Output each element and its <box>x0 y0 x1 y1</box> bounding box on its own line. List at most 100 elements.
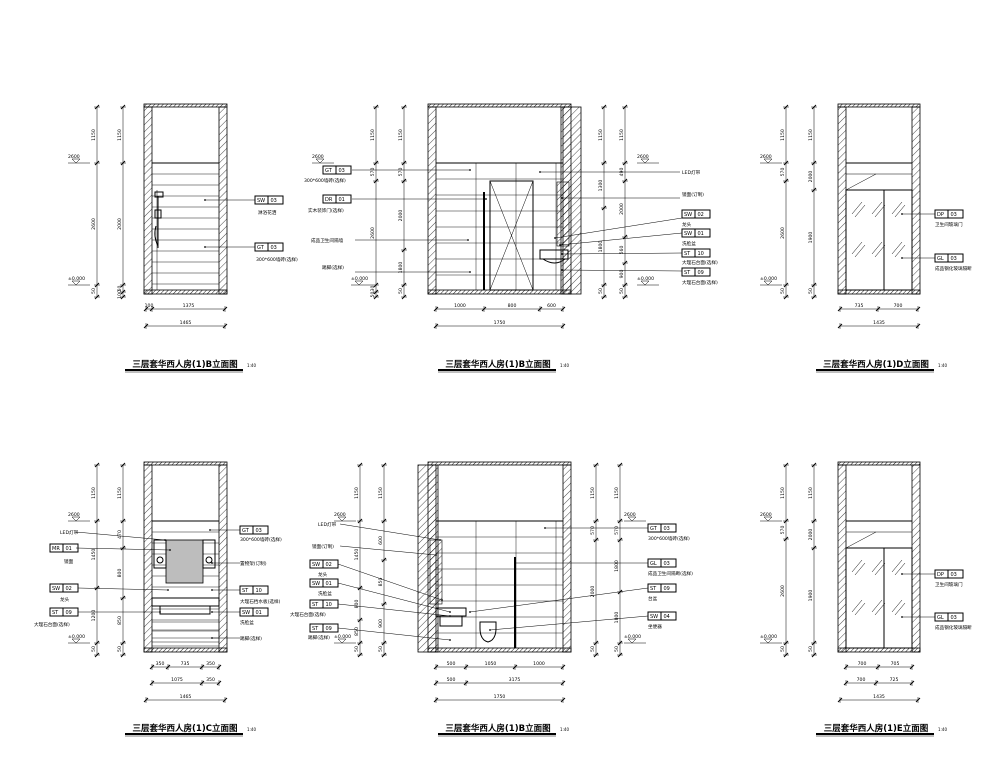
room-section <box>143 461 228 653</box>
wall-tiles <box>436 163 563 290</box>
material-note: 镜面(订制) <box>312 543 334 550</box>
tag-code: DP <box>937 572 944 578</box>
material-note: 台盆 <box>648 595 658 602</box>
tag-box <box>309 578 339 588</box>
material-note: 踢脚(选样) <box>308 634 330 641</box>
scale-text: 1:40 <box>247 363 256 368</box>
dimension-text: 500 <box>447 661 456 667</box>
material-note: LED灯带 <box>60 529 79 536</box>
glass-reflection <box>871 559 883 573</box>
scale-text: 1:40 <box>560 727 569 732</box>
horizontal-dimension-row2: 1750 <box>433 320 566 329</box>
glass-reflection <box>854 602 866 616</box>
tag-code: SW <box>52 586 60 592</box>
dimension-text: 2000 <box>808 171 814 183</box>
level-triangle <box>315 158 325 164</box>
elevation-panel-4: 2600±0.000115014501200501150470800850503… <box>34 461 282 737</box>
dimension-text: 1200 <box>91 610 97 622</box>
wall-right <box>218 464 228 653</box>
level-triangle <box>627 516 637 522</box>
dimension-text: 1000 <box>454 303 466 309</box>
material-note: 大理石台面(选样) <box>290 611 326 618</box>
shower-set <box>154 191 164 248</box>
tag-code: DP <box>937 212 944 218</box>
dimension-text: 1150 <box>91 487 97 499</box>
level-marker: ±0.000 <box>68 634 90 644</box>
floor-slab <box>143 289 228 295</box>
dimension-text: 50 <box>780 288 786 294</box>
dimension-text: 850 <box>117 616 123 625</box>
dimension-text: 50 <box>354 646 360 652</box>
elevation-title-text: 三层套华西人房(1)B立面图 <box>445 723 550 734</box>
tag-box <box>309 623 339 633</box>
dimension-text: 2600 <box>91 218 97 230</box>
tag-code: ST <box>684 251 691 257</box>
tag-box <box>934 569 964 579</box>
level-triangle <box>71 280 81 286</box>
dimension-text: 1150 <box>808 487 814 499</box>
level-triangle <box>763 158 773 164</box>
glass-reflection <box>851 201 863 215</box>
tag-box <box>681 209 711 219</box>
level-triangle <box>763 638 773 644</box>
basin <box>159 605 211 615</box>
wall-right <box>911 106 921 295</box>
shelf-item <box>156 556 164 564</box>
glass-reflection <box>894 562 906 576</box>
material-note: 洗脸盆 <box>240 619 254 626</box>
dimension-text: 1435 <box>873 694 885 700</box>
dimension-text: 2000 <box>590 586 596 598</box>
dimension-text: 2000 <box>808 529 814 541</box>
material-note: 镜面(订制) <box>682 191 704 198</box>
dimension-text: 570 <box>780 526 786 535</box>
glass-reflection <box>854 244 866 258</box>
wall-left <box>837 106 847 295</box>
floor-slab <box>143 647 228 653</box>
leader-dot <box>544 527 546 529</box>
glass-reflection <box>874 562 886 576</box>
level-marker: 2600 <box>760 512 782 522</box>
elevation-title-text: 三层套华西人房(1)D立面图 <box>823 359 929 370</box>
tag-box <box>49 607 79 617</box>
wall-tiles <box>152 173 219 285</box>
material-note: 大理石挡水板(选样) <box>240 598 281 605</box>
dimension-text: 800 <box>508 303 517 309</box>
tag-box <box>49 583 79 593</box>
tag-code: SW <box>312 562 320 568</box>
dimension-text: 350 <box>206 661 215 667</box>
level-marker: ±0.000 <box>760 634 782 644</box>
leader-dot <box>211 562 213 564</box>
tag-box <box>322 165 352 175</box>
leader-dot <box>469 169 471 171</box>
dimension-text: 1150 <box>370 129 376 141</box>
material-note: 成品卫生间隔断(选样) <box>648 570 693 577</box>
ceiling-slab <box>143 461 228 466</box>
tag-box <box>254 195 284 205</box>
material-note: LED灯带 <box>682 169 701 176</box>
tag-code: MR <box>52 546 60 552</box>
dimension-text: 1800 <box>398 262 404 274</box>
glass-reflection <box>874 204 886 218</box>
level-marker: ±0.000 <box>637 276 659 286</box>
tag-code: GL <box>937 256 944 262</box>
tag-number: 03 <box>951 256 957 262</box>
tag-code: GT <box>650 526 658 532</box>
dimension-text: 50 <box>590 646 596 652</box>
leader-dot <box>211 611 213 613</box>
scale-text: 1:40 <box>938 363 947 368</box>
leader-dot <box>559 244 561 246</box>
dimension-text: 2600 <box>370 227 376 239</box>
horizontal-dimension-row3: 1750 <box>433 694 566 703</box>
floor-slab <box>837 289 921 295</box>
